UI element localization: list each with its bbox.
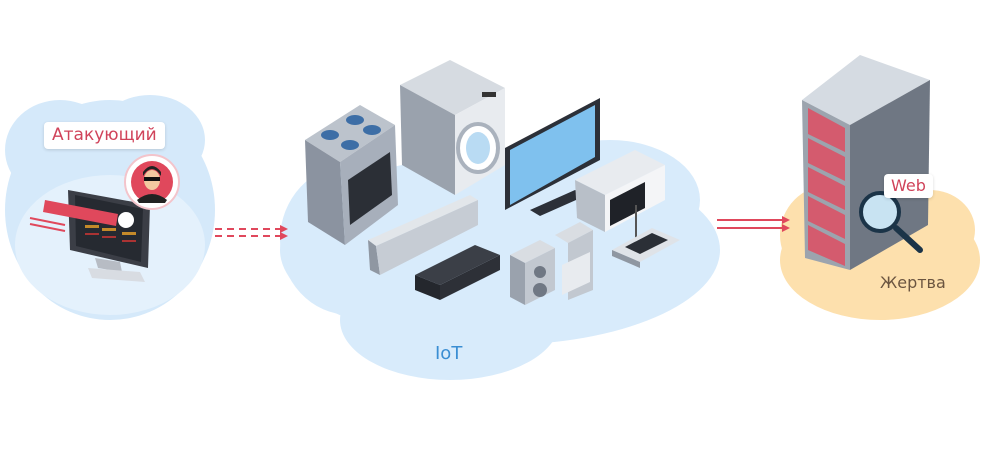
washing-machine-icon: [400, 60, 505, 195]
victim-label: Жертва: [880, 273, 946, 292]
router-icon: [612, 205, 680, 268]
attacker-monitor-icon: [29, 190, 150, 282]
solid-arrows: [717, 219, 782, 229]
air-conditioner-icon: [368, 195, 478, 275]
hacker-avatar: [124, 154, 180, 210]
magnifier-icon: [859, 191, 923, 253]
tv-icon: [505, 98, 600, 216]
stove-icon: [305, 105, 398, 245]
attacker-label: Атакующий: [44, 122, 165, 149]
web-label: Web: [884, 174, 933, 198]
speakers-icon: [510, 222, 593, 305]
receiver-icon: [415, 245, 500, 300]
iot-label: IoT: [435, 343, 463, 364]
dashed-arrows: [215, 228, 280, 237]
microwave-icon: [575, 150, 665, 232]
